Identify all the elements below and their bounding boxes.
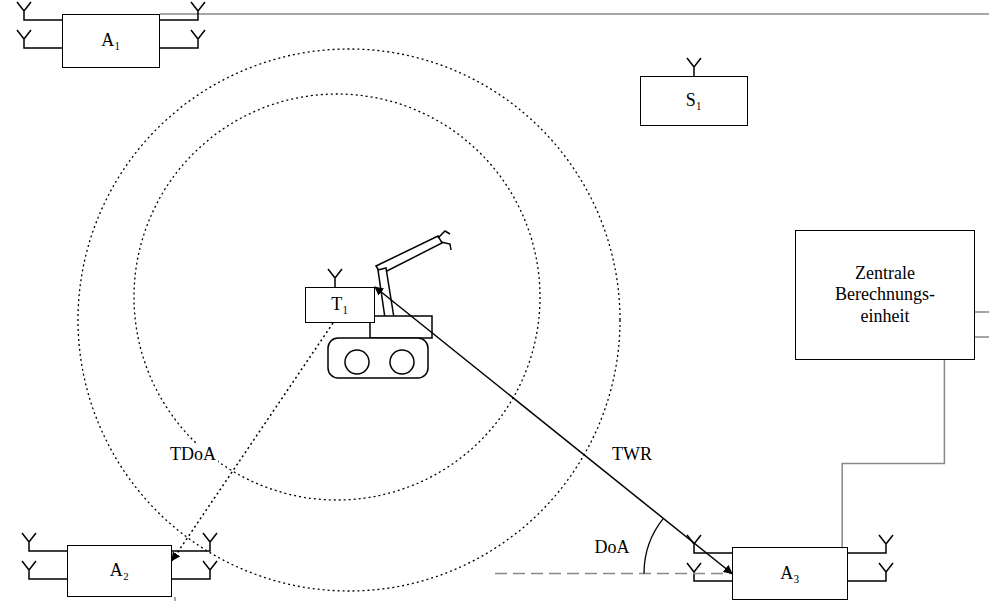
antenna-symbol	[17, 2, 62, 20]
robot-column	[378, 268, 394, 318]
anchor-box: A₃	[732, 547, 848, 600]
antenna-symbol	[687, 535, 732, 553]
satellite-box: S₁	[640, 76, 748, 126]
node-label: S₁	[686, 90, 702, 112]
antenna-symbol	[22, 561, 67, 579]
node-label: A₃	[780, 563, 799, 585]
antenna-symbol	[160, 30, 205, 48]
angle-arc	[644, 518, 663, 573]
twr-arrow	[375, 287, 732, 574]
range-circle	[78, 49, 620, 591]
robot-wheel	[390, 350, 414, 374]
antenna-symbol	[848, 535, 893, 553]
cable	[975, 312, 989, 337]
robot	[328, 231, 451, 378]
angle-label: DoA	[593, 537, 632, 559]
antenna-symbol	[17, 30, 62, 48]
cable	[160, 13, 989, 15]
anchor-box: A₁	[62, 14, 160, 68]
antenna-symbol	[848, 563, 893, 581]
tdoa-arrow	[172, 323, 333, 561]
antenna-symbol	[687, 58, 701, 76]
reference-line	[495, 573, 732, 574]
antenna-symbol	[160, 2, 205, 20]
node-label: Zentrale Berechnungs- einheit	[826, 263, 944, 328]
antenna-group	[17, 2, 893, 581]
robot-base	[328, 338, 428, 378]
range-circle	[134, 94, 540, 500]
computing-unit-box: Zentrale Berechnungs- einheit	[795, 230, 975, 360]
edge-label: TWR	[610, 444, 654, 466]
antenna-symbol	[172, 533, 217, 551]
antenna-symbol	[687, 563, 732, 581]
node-label: A₂	[110, 560, 129, 582]
robot-gripper	[438, 231, 451, 250]
antenna-symbol	[172, 561, 217, 579]
tag-box: T₁	[305, 287, 375, 323]
robot-wheel	[345, 350, 369, 374]
anchor-box: A₂	[67, 545, 172, 597]
node-label: A₁	[101, 30, 120, 52]
robot-platform	[370, 316, 432, 338]
edge-label: TDoA	[168, 444, 218, 466]
antenna-symbol	[328, 269, 342, 287]
cable-connector	[842, 360, 944, 547]
antenna-symbol	[22, 533, 67, 551]
node-label: T₁	[331, 294, 348, 316]
cable	[174, 597, 176, 601]
angle-mark	[495, 518, 732, 573]
